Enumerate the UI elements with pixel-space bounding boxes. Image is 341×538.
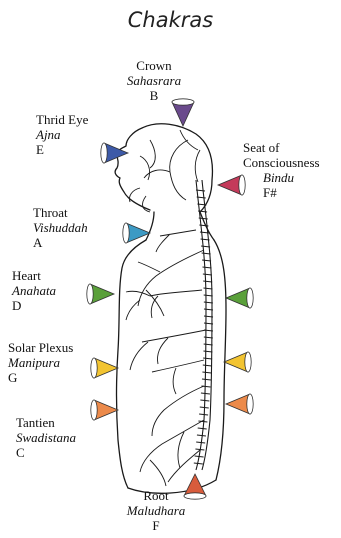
tantien-note: C <box>16 445 76 460</box>
bindu-sanskrit: Bindu <box>243 170 320 185</box>
heart-label: Heart Anahata D <box>12 268 56 313</box>
bindu-name-line2: Consciousness <box>243 155 320 170</box>
crown-note: B <box>127 88 181 103</box>
tantien-cone <box>91 400 118 420</box>
solar-plexus-sanskrit: Manipura <box>8 355 73 370</box>
bindu-cone <box>218 175 245 195</box>
third-eye-cone <box>101 143 128 163</box>
heart-note: D <box>12 298 56 313</box>
solar-plexus-note: G <box>8 370 73 385</box>
solar-plexus-back-cone <box>224 352 251 372</box>
throat-label: Throat Vishuddah A <box>33 205 88 250</box>
heart-sanskrit: Anahata <box>12 283 56 298</box>
tantien-label: Tantien Swadistana C <box>16 415 76 460</box>
tantien-back-cone <box>226 394 253 414</box>
throat-sanskrit: Vishuddah <box>33 220 88 235</box>
tantien-sanskrit: Swadistana <box>16 430 76 445</box>
heart-cone <box>87 284 114 304</box>
crown-label: Crown Sahasrara B <box>127 58 181 103</box>
solar-plexus-name: Solar Plexus <box>8 340 73 355</box>
bindu-name-line1: Seat of <box>243 140 320 155</box>
solar-plexus-cone <box>91 358 118 378</box>
third-eye-note: E <box>36 142 88 157</box>
root-sanskrit: Maludhara <box>127 503 186 518</box>
third-eye-name: Thrid Eye <box>36 112 88 127</box>
bindu-note: F# <box>243 185 320 200</box>
third-eye-sanskrit: Ajna <box>36 127 88 142</box>
heart-back-cone <box>226 288 253 308</box>
root-note: F <box>127 518 186 533</box>
throat-note: A <box>33 235 88 250</box>
solar-plexus-label: Solar Plexus Manipura G <box>8 340 73 385</box>
bindu-label: Seat of Consciousness Bindu F# <box>243 140 320 200</box>
third-eye-label: Thrid Eye Ajna E <box>36 112 88 157</box>
crown-sanskrit: Sahasrara <box>127 73 181 88</box>
root-name: Root <box>127 488 186 503</box>
tantien-name: Tantien <box>16 415 76 430</box>
throat-name: Throat <box>33 205 88 220</box>
root-label: Root Maludhara F <box>127 488 186 533</box>
crown-name: Crown <box>127 58 181 73</box>
heart-name: Heart <box>12 268 56 283</box>
